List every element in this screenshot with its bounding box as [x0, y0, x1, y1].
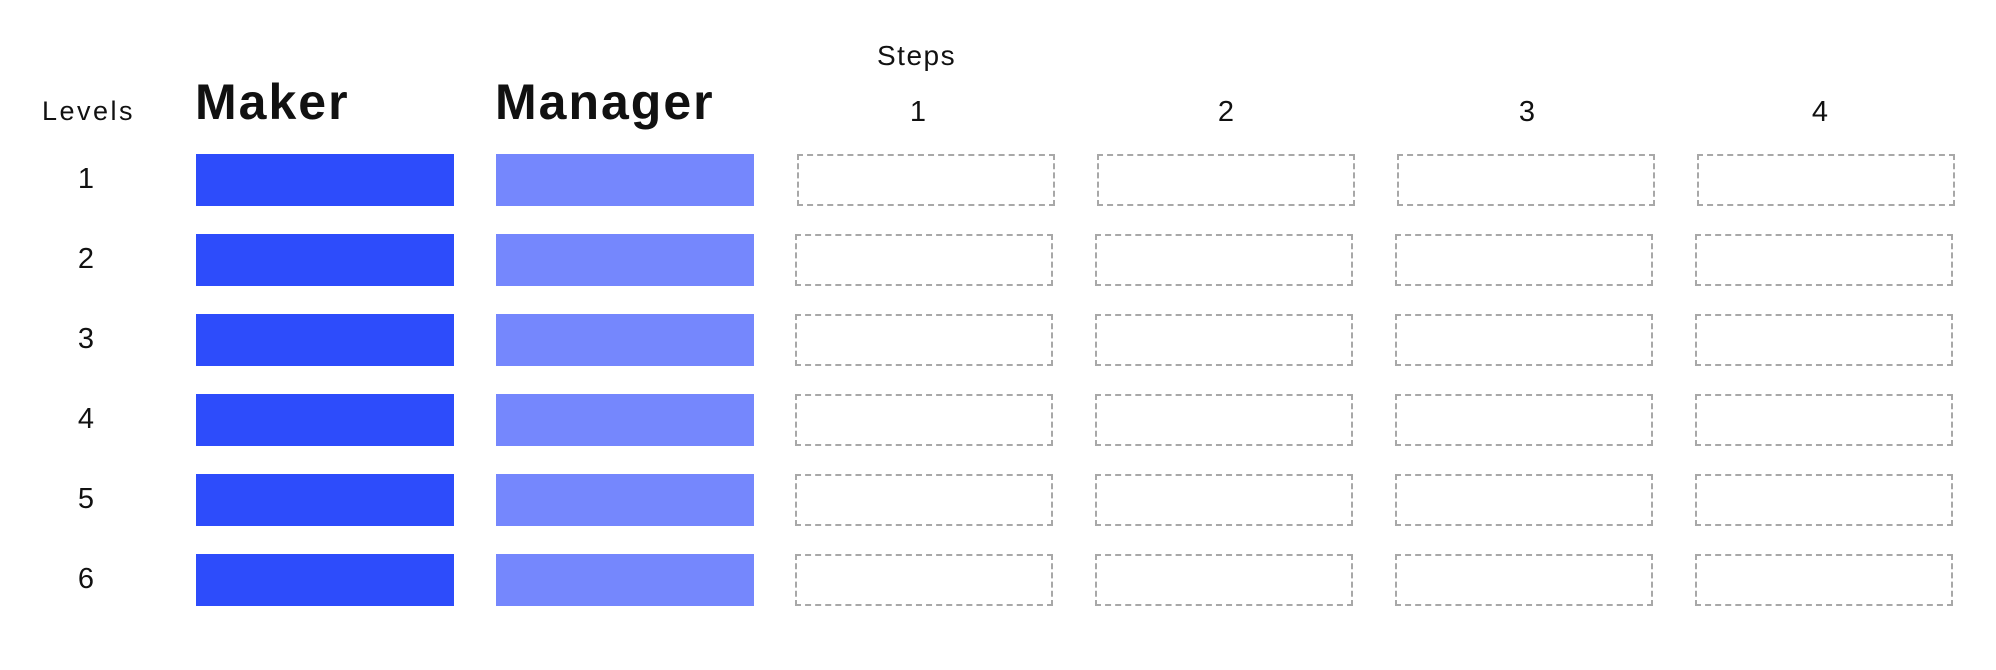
level-label: 6 — [77, 563, 95, 595]
step-box — [1097, 154, 1355, 206]
level-row: 4 — [0, 394, 1996, 446]
step-box — [797, 154, 1055, 206]
levels-heading: Levels — [42, 96, 136, 126]
maker-heading: Maker — [195, 74, 350, 130]
maker-bar — [196, 314, 454, 366]
manager-bar — [496, 554, 754, 606]
step-box — [1695, 474, 1953, 526]
manager-bar — [496, 474, 754, 526]
level-label: 3 — [77, 323, 95, 355]
step-box — [1695, 314, 1953, 366]
step-box — [1095, 394, 1353, 446]
step-box — [1695, 554, 1953, 606]
level-label: 1 — [77, 163, 95, 195]
step-box — [795, 474, 1053, 526]
step-number: 4 — [1811, 96, 1829, 128]
maker-bar — [196, 554, 454, 606]
step-box — [1695, 394, 1953, 446]
step-box — [1095, 234, 1353, 286]
manager-bar — [496, 394, 754, 446]
level-row: 3 — [0, 314, 1996, 366]
level-label: 2 — [77, 243, 95, 275]
manager-bar — [496, 314, 754, 366]
maker-bar — [196, 234, 454, 286]
level-row: 6 — [0, 554, 1996, 606]
step-box — [1397, 154, 1655, 206]
step-box — [1395, 554, 1653, 606]
level-row: 1 — [0, 154, 1996, 206]
step-box — [1395, 314, 1653, 366]
step-box — [1095, 314, 1353, 366]
manager-heading: Manager — [495, 74, 715, 130]
level-label: 5 — [77, 483, 95, 515]
manager-bar — [496, 234, 754, 286]
step-number: 1 — [909, 96, 927, 128]
maker-bar — [196, 474, 454, 526]
step-box — [795, 314, 1053, 366]
step-box — [795, 394, 1053, 446]
step-box — [1095, 474, 1353, 526]
level-row: 2 — [0, 234, 1996, 286]
level-row: 5 — [0, 474, 1996, 526]
step-box — [1395, 474, 1653, 526]
steps-heading: Steps — [877, 40, 957, 71]
step-box — [1395, 234, 1653, 286]
step-box — [1395, 394, 1653, 446]
step-box — [795, 234, 1053, 286]
step-box — [1695, 234, 1953, 286]
maker-bar — [196, 394, 454, 446]
step-number: 3 — [1518, 96, 1536, 128]
manager-bar — [496, 154, 754, 206]
step-box — [795, 554, 1053, 606]
step-box — [1697, 154, 1955, 206]
step-box — [1095, 554, 1353, 606]
step-number: 2 — [1217, 96, 1235, 128]
maker-bar — [196, 154, 454, 206]
level-label: 4 — [77, 403, 95, 435]
